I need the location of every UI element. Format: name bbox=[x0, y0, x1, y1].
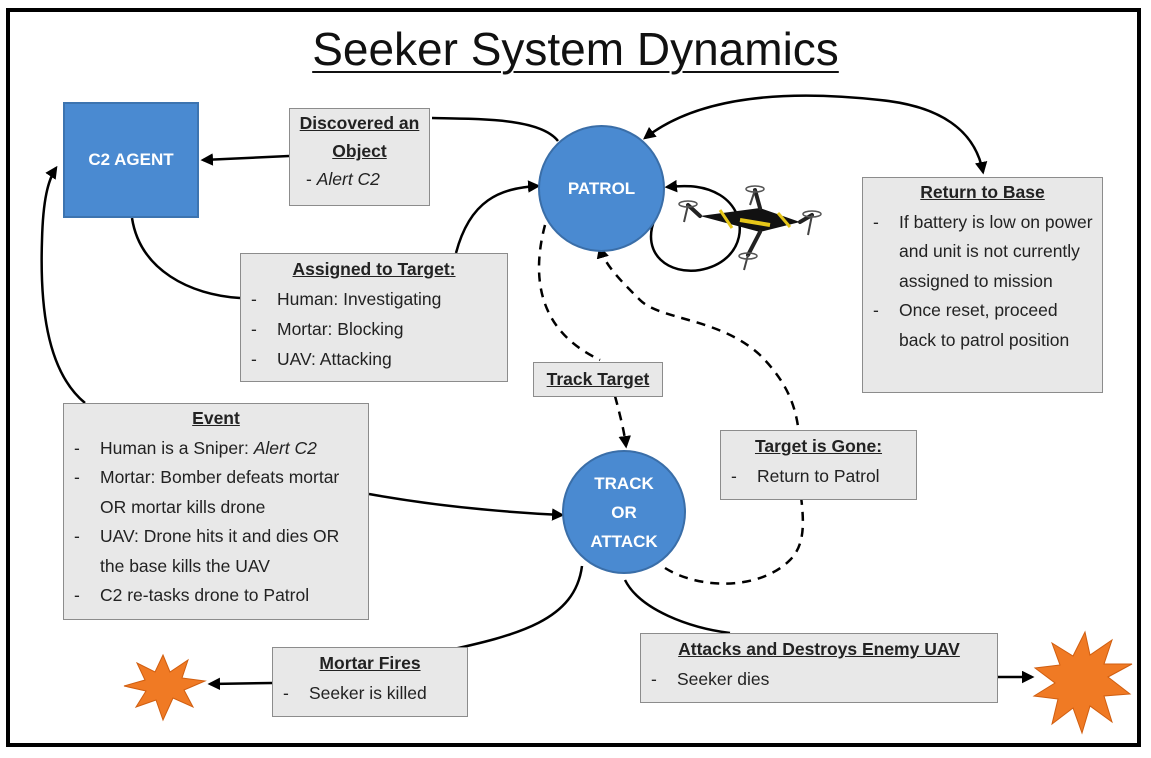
edge-attack-to-enemy bbox=[623, 579, 731, 635]
return-base-item: Once reset, proceed back to patrol posit… bbox=[873, 296, 1094, 355]
assigned-item: UAV: Attacking bbox=[251, 344, 499, 374]
discovered-heading-line-2: Object bbox=[332, 141, 387, 161]
mortar-heading: Mortar Fires bbox=[319, 653, 421, 673]
discovered-object-box: Discovered an Object - Alert C2 bbox=[289, 108, 430, 206]
mortar-item: Seeker is killed bbox=[283, 678, 459, 708]
c2-agent-node: C2 AGENT bbox=[63, 102, 199, 218]
attacks-item: Seeker dies bbox=[651, 664, 989, 694]
track-attack-line-1: TRACK bbox=[594, 473, 654, 493]
patrol-node: PATROL bbox=[538, 125, 665, 252]
discovered-note: - Alert C2 bbox=[306, 169, 380, 189]
event-item: Human is a Sniper: Alert C2 bbox=[74, 434, 360, 464]
track-attack-node: TRACK OR ATTACK bbox=[562, 450, 686, 574]
assigned-heading: Assigned to Target: bbox=[292, 259, 456, 279]
target-gone-heading: Target is Gone: bbox=[754, 436, 883, 456]
discovered-heading-line-1: Discovered an bbox=[299, 113, 420, 133]
edge-discovered-to-c2 bbox=[200, 153, 290, 166]
event-item: C2 re-tasks drone to Patrol bbox=[74, 581, 360, 611]
target-gone-item: Return to Patrol bbox=[731, 461, 908, 491]
edge-track-target-to-attack bbox=[613, 395, 631, 449]
track-attack-line-2: OR bbox=[611, 502, 637, 522]
drone-icon bbox=[678, 185, 822, 271]
assigned-item: Mortar: Blocking bbox=[251, 314, 499, 344]
event-item: Mortar: Bomber defeats mortar OR mortar … bbox=[74, 463, 360, 522]
assigned-to-target-box: Assigned to Target: Human: Investigating… bbox=[240, 253, 508, 382]
target-gone-box: Target is Gone: Return to Patrol bbox=[720, 430, 917, 500]
edge-patrol-loop bbox=[649, 179, 742, 272]
track-attack-line-3: ATTACK bbox=[590, 531, 658, 551]
edge-event-to-c2 bbox=[40, 165, 86, 404]
explosion-icon bbox=[1032, 630, 1133, 735]
return-base-heading: Return to Base bbox=[920, 182, 1045, 202]
event-heading: Event bbox=[192, 408, 240, 428]
edge-assigned-to-patrol bbox=[454, 180, 541, 254]
edge-patrol-to-discovered bbox=[431, 116, 559, 142]
edge-c2-to-assigned bbox=[130, 217, 241, 300]
edge-event-to-attack bbox=[368, 492, 565, 521]
return-to-base-box: Return to Base If battery is low on powe… bbox=[862, 177, 1103, 393]
track-target-box: Track Target bbox=[533, 362, 663, 397]
page-title: Seeker System Dynamics bbox=[312, 23, 839, 75]
attacks-heading: Attacks and Destroys Enemy UAV bbox=[678, 639, 960, 659]
edge-patrol-return-base bbox=[643, 94, 988, 175]
event-item-text: Human is a Sniper: bbox=[100, 437, 254, 458]
edge-mortar-to-explosion bbox=[207, 677, 273, 691]
event-box: Event Human is a Sniper: Alert C2 Mortar… bbox=[63, 403, 369, 620]
track-target-heading: Track Target bbox=[546, 369, 650, 389]
edge-patrol-to-track bbox=[537, 224, 601, 362]
return-base-item: If battery is low on power and unit is n… bbox=[873, 208, 1094, 297]
event-item: UAV: Drone hits it and dies OR the base … bbox=[74, 522, 360, 581]
edge-target-gone-to-patrol bbox=[596, 245, 805, 585]
attacks-enemy-box: Attacks and Destroys Enemy UAV Seeker di… bbox=[640, 633, 998, 703]
mortar-fires-box: Mortar Fires Seeker is killed bbox=[272, 647, 468, 717]
assigned-item: Human: Investigating bbox=[251, 284, 499, 314]
edge-attack-to-mortar bbox=[439, 565, 584, 654]
explosion-icon bbox=[123, 653, 207, 722]
discovered-note-text: Alert C2 bbox=[316, 169, 380, 189]
event-item-alert: Alert C2 bbox=[253, 437, 317, 458]
